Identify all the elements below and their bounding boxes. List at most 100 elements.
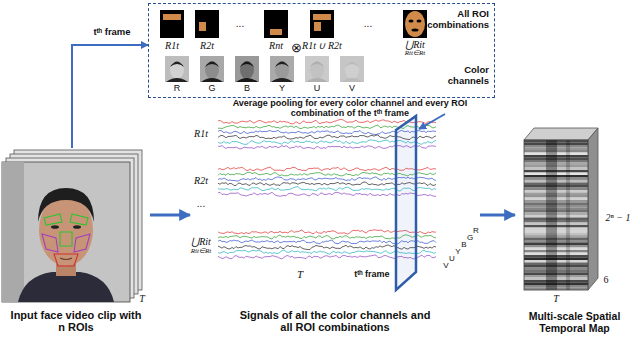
roi-hole xyxy=(417,20,422,23)
symbol-label: ⋃Rit xyxy=(191,236,211,247)
roi-outline xyxy=(54,254,78,266)
map-top-face xyxy=(524,128,598,140)
annotation-text: Average pooling for every color channel … xyxy=(230,99,470,119)
roi-region xyxy=(313,14,331,20)
symbol-label: Rit∈Rt xyxy=(191,248,211,256)
symbol-label: B xyxy=(461,241,466,250)
roi-thumbnail xyxy=(403,10,427,38)
map-side-face xyxy=(588,128,598,290)
channel-thumbnail xyxy=(165,56,189,82)
group-heading: All ROI combinations xyxy=(425,9,489,31)
symbol-label: Y xyxy=(279,84,285,94)
channel-shirt xyxy=(236,78,258,82)
roi-thumbnail xyxy=(264,10,288,38)
channel-face xyxy=(310,61,324,79)
symbol-label: R xyxy=(473,227,479,236)
symbol-label: 6 xyxy=(604,274,609,285)
channel-thumbnail xyxy=(270,56,294,82)
channel-shirt xyxy=(341,78,363,82)
background-wall xyxy=(2,162,24,302)
symbol-label: V xyxy=(349,84,355,94)
symbol-label: ⋃Rit xyxy=(405,39,425,50)
flow-arrow xyxy=(72,45,148,148)
channel-thumbnail xyxy=(200,56,224,82)
roi-hole xyxy=(412,29,419,32)
signal-trace xyxy=(218,120,436,124)
channel-shirt xyxy=(166,78,188,82)
channel-shirt xyxy=(306,78,328,82)
color-channel-thumbnails xyxy=(165,56,364,82)
roi-region xyxy=(199,22,206,31)
figure-panel: Input face video clip with n ROIs xyxy=(2,148,150,336)
symbol-label: Y xyxy=(455,248,460,257)
roi-thumbnail xyxy=(195,10,219,38)
channel-thumbnail xyxy=(235,56,259,82)
map-band xyxy=(566,140,570,290)
shirt xyxy=(18,272,114,302)
symbol-label: R2t xyxy=(200,40,214,51)
roi-hole xyxy=(409,20,414,23)
symbol-label: U xyxy=(449,255,455,264)
roi-region xyxy=(163,14,181,20)
channel-hair xyxy=(310,62,324,68)
pooling-leader xyxy=(419,114,445,129)
channel-face xyxy=(345,61,359,79)
symbol-label: Rnt xyxy=(269,40,283,51)
flow-arrow xyxy=(480,214,515,217)
map-band xyxy=(546,140,557,290)
panel-caption: Input face video clip with n ROIs xyxy=(6,309,146,334)
symbol-label: ⊗ xyxy=(291,41,302,55)
symbol-label: B xyxy=(244,84,250,94)
panel-caption: Signals of all the color channels and al… xyxy=(235,309,435,334)
face-video-clip xyxy=(2,150,142,302)
channel-hair xyxy=(170,62,184,68)
symbol-label: ... xyxy=(364,18,372,29)
channel-shirt xyxy=(201,78,223,82)
frame-slice xyxy=(396,116,416,290)
roi-outline xyxy=(60,232,72,246)
roi-thumbnails xyxy=(160,10,427,38)
symbol-label: R1t xyxy=(194,128,208,139)
symbol-label: U xyxy=(314,84,321,94)
group-heading: Color channels xyxy=(425,65,489,87)
channel-shirt xyxy=(271,78,293,82)
channel-face xyxy=(205,61,219,79)
channel-hair xyxy=(205,62,219,68)
symbol-label: Rit∈Rt xyxy=(405,50,425,58)
channel-face xyxy=(240,61,254,79)
panel-caption: Multi-scale Spatial Temporal Map xyxy=(516,310,634,334)
symbol-label: G xyxy=(208,84,215,94)
mouth xyxy=(60,258,72,260)
symbol-label: R1t xyxy=(165,40,179,51)
roi-outline xyxy=(74,234,90,252)
symbol-label: T xyxy=(553,293,559,304)
roi-region xyxy=(270,29,282,35)
channel-face xyxy=(275,61,289,79)
symbol-label: tᵗʰ frame xyxy=(354,270,389,280)
channel-thumbnail xyxy=(340,56,364,82)
edge-label: tᵗʰ frame xyxy=(92,27,131,37)
channel-face xyxy=(170,61,184,79)
symbol-label: G xyxy=(467,234,473,243)
symbol-label: R xyxy=(174,84,181,94)
flow-arrow xyxy=(150,214,190,217)
symbol-label: 2ⁿ − 1 xyxy=(606,212,631,223)
signal-traces xyxy=(218,116,436,290)
figure-panel: Signals of all the color channels and al… xyxy=(190,112,480,336)
eye xyxy=(51,225,59,229)
spatial-temporal-map xyxy=(524,128,598,290)
roi-region xyxy=(405,11,425,37)
roi-outline xyxy=(70,214,88,225)
roi-thumbnail xyxy=(160,10,184,38)
symbol-label: R2t xyxy=(194,175,208,186)
channel-hair xyxy=(240,62,254,68)
roi-thumbnail xyxy=(310,10,334,38)
symbol-label: T xyxy=(139,293,145,304)
symbol-label: T xyxy=(297,268,303,280)
roi-region xyxy=(314,22,321,31)
symbol-label: R1t ∪ R2t xyxy=(302,40,342,51)
roi-outline xyxy=(42,234,58,252)
channel-hair xyxy=(275,62,289,68)
figure-panel: Multi-scale Spatial Temporal Map xyxy=(515,120,638,336)
